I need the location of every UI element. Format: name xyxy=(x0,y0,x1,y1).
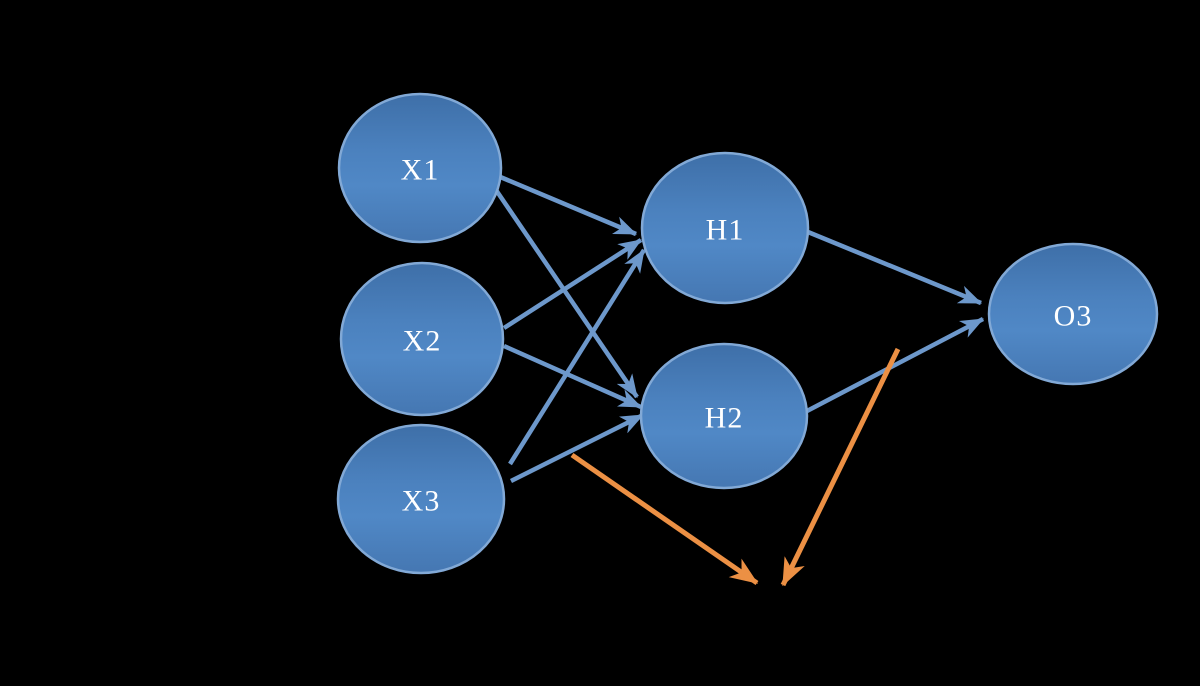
node-h2-label: H2 xyxy=(705,402,744,435)
node-x1-ellipse xyxy=(337,92,503,244)
edge-x1-h2 xyxy=(494,188,639,399)
edge-x3-h1 xyxy=(508,248,646,466)
annotation-arrow-right xyxy=(780,347,901,587)
edge-h1-o3 xyxy=(807,229,983,306)
node-o3: O3 xyxy=(987,242,1159,386)
annotation-arrow-left xyxy=(570,452,759,586)
node-o3-label: O3 xyxy=(1054,300,1093,333)
node-h1: H1 xyxy=(640,151,810,305)
edge-x1-h1 xyxy=(497,173,638,237)
node-x1-label: X1 xyxy=(401,154,440,187)
node-x3-ellipse xyxy=(336,423,506,575)
node-x2: X2 xyxy=(339,261,505,417)
node-x2-label: X2 xyxy=(403,325,442,358)
node-h1-label: H1 xyxy=(706,214,745,247)
edge-x3-h2 xyxy=(509,412,645,484)
edge-h2-o3 xyxy=(805,317,985,413)
edges-layer xyxy=(494,173,985,587)
edge-x2-h1 xyxy=(502,238,643,330)
node-h2-ellipse xyxy=(639,342,809,490)
node-x3-label: X3 xyxy=(402,485,441,518)
edge-x2-h2 xyxy=(503,343,643,410)
node-h1-ellipse xyxy=(640,151,810,305)
node-x2-ellipse xyxy=(339,261,505,417)
node-h2: H2 xyxy=(639,342,809,490)
node-o3-ellipse xyxy=(987,242,1159,386)
node-x3: X3 xyxy=(336,423,506,575)
node-x1: X1 xyxy=(337,92,503,244)
